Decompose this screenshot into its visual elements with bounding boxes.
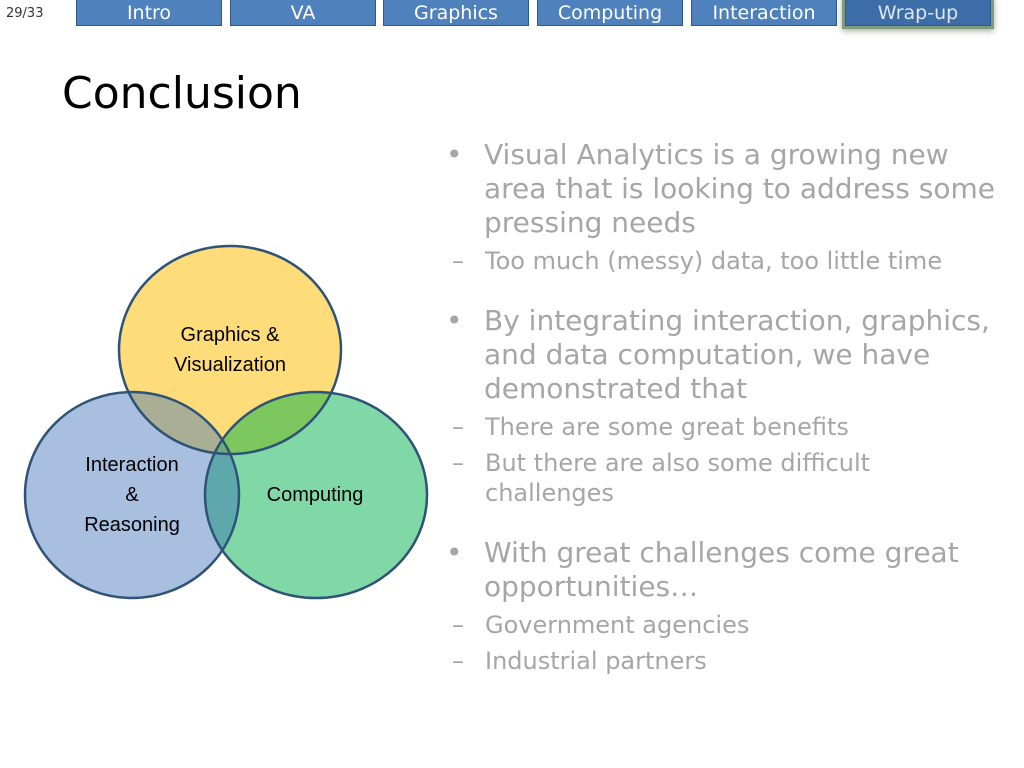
venn-label-interaction: Interaction & Reasoning — [57, 450, 207, 540]
sub-bullet-item: But there are also some difficult challe… — [440, 448, 1000, 508]
venn-diagram — [23, 244, 429, 600]
tab-interaction[interactable]: Interaction — [691, 0, 837, 26]
overlap-graphics-computing — [205, 392, 341, 454]
overlap-graphics-interaction — [119, 392, 239, 454]
tab-wrap-up[interactable]: Wrap-up — [845, 0, 991, 26]
tab-intro[interactable]: Intro — [76, 0, 222, 26]
venn-label-graphics-line1: Graphics & — [180, 324, 280, 346]
tab-va[interactable]: VA — [230, 0, 376, 26]
page-counter: 29/33 — [6, 6, 44, 21]
bullet-group: By integrating interaction, graphics, an… — [440, 304, 1000, 508]
venn-label-interaction-line1: Interaction — [85, 454, 179, 476]
venn-label-interaction-line3: Reasoning — [84, 514, 180, 536]
bullet-list: Visual Analytics is a growing new area t… — [440, 138, 1000, 704]
bullet-item: Visual Analytics is a growing new area t… — [440, 138, 1000, 240]
sub-bullet-item: Government agencies — [440, 610, 1000, 640]
venn-label-computing: Computing — [266, 484, 364, 506]
tab-computing[interactable]: Computing — [537, 0, 683, 26]
sub-bullet-list: There are some great benefits But there … — [440, 412, 1000, 508]
venn-label-interaction-line2: & — [125, 484, 139, 506]
sub-bullet-list: Government agencies Industrial partners — [440, 610, 1000, 676]
interaction-outline — [23, 390, 241, 600]
sub-bullet-list: Too much (messy) data, too little time — [440, 246, 1000, 276]
computing-outline — [203, 390, 429, 600]
bullet-item: By integrating interaction, graphics, an… — [440, 304, 1000, 406]
venn-label-graphics-line2: Visualization — [174, 354, 286, 376]
slide-title: Conclusion — [62, 68, 302, 119]
bullet-item: With great challenges come great opportu… — [440, 536, 1000, 604]
sub-bullet-item: Too much (messy) data, too little time — [440, 246, 1000, 276]
tab-graphics[interactable]: Graphics — [383, 0, 529, 26]
venn-label-graphics: Graphics & Visualization — [150, 320, 310, 380]
sub-bullet-item: There are some great benefits — [440, 412, 1000, 442]
bullet-group: With great challenges come great opportu… — [440, 536, 1000, 676]
sub-bullet-item: Industrial partners — [440, 646, 1000, 676]
bullet-group: Visual Analytics is a growing new area t… — [440, 138, 1000, 276]
